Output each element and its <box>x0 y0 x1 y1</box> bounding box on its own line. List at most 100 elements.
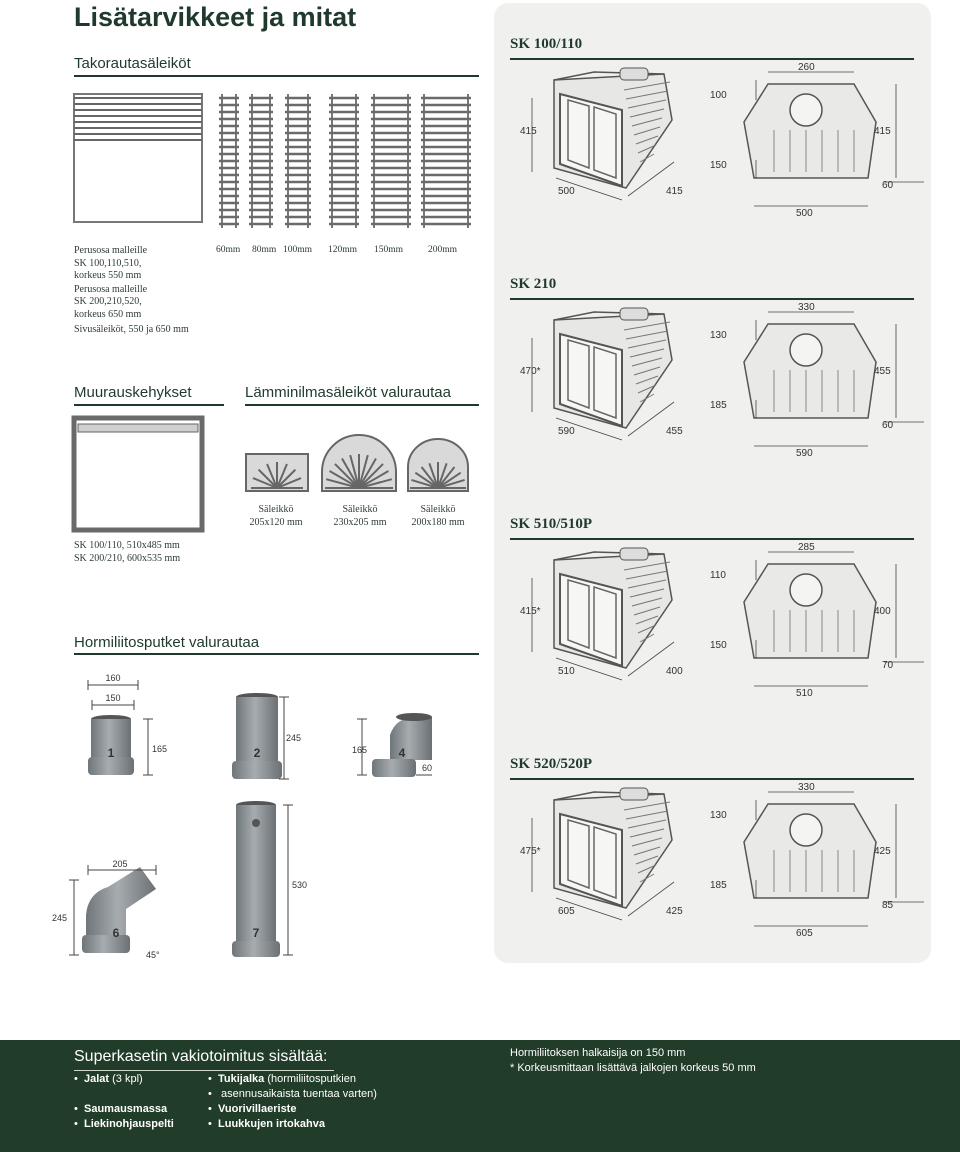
footer-item-cont: asennusaikaista tuentaa varten) <box>208 1087 377 1102</box>
model-rule <box>510 58 914 60</box>
section-heading-hormili: Hormiliitosputket valurautaa <box>74 634 260 651</box>
plan-dims <box>754 791 924 927</box>
model-drawings <box>531 547 924 687</box>
model-dim-a: 130 <box>710 330 727 341</box>
grille-caption: Perusosa malleille SK 100,110,510, korke… <box>74 245 189 335</box>
grille-width-120: 120mm <box>328 245 358 255</box>
model-dim-h: 470* <box>520 366 541 377</box>
stove-image <box>553 547 673 669</box>
footer-list-2: Tukijalka (hormiliitosputkien asennusaik… <box>208 1072 377 1132</box>
footer-item: Vuorivillaeriste <box>208 1102 377 1117</box>
side-grille-image <box>219 94 239 228</box>
stove-dims <box>531 578 675 681</box>
dim-p6-h: 245 <box>52 913 67 923</box>
model-dim-a: 100 <box>710 90 727 101</box>
plan-dims <box>754 71 924 207</box>
model-dim-top: 330 <box>798 782 815 793</box>
side-grille-image <box>285 94 311 228</box>
frame-caption: SK 100/110, 510x485 mm SK 200/210, 600x5… <box>74 540 181 564</box>
warm-air-vents <box>245 434 469 492</box>
dim-p7: 530 <box>292 880 307 890</box>
model-dim-b: 455 <box>874 366 891 377</box>
model-dim-top: 260 <box>798 62 815 73</box>
pipe-4-image: 4 <box>372 713 432 777</box>
model-drawings <box>531 787 924 927</box>
footer-rule <box>74 1070 334 1071</box>
model-drawings <box>531 307 924 447</box>
side-grille-image <box>421 94 471 228</box>
section-heading-muuraus: Muurauskehykset <box>74 384 192 401</box>
model-block: SK 510/510P <box>494 480 931 720</box>
model-dim-c: 185 <box>710 400 727 411</box>
model-dim-w: 605 <box>558 906 575 917</box>
model-dim-e: 70 <box>882 660 894 671</box>
stove-dims <box>531 98 675 201</box>
main-grille-image <box>73 93 203 223</box>
model-block: SK 520/520P <box>494 720 931 960</box>
vent-1-image <box>245 453 309 492</box>
model-dim-base: 590 <box>796 448 813 459</box>
grille-width-200: 200mm <box>428 245 458 255</box>
model-name: SK 510/510P <box>510 516 593 532</box>
model-name: SK 520/520P <box>510 756 593 772</box>
footer-note-1: Hormiliitoksen halkaisija on 150 mm <box>510 1047 686 1059</box>
vent-2-image <box>321 434 397 492</box>
grille-width-80: 80mm <box>252 245 277 255</box>
dim-150: 150 <box>105 693 120 703</box>
section-heading-lamminilma: Lämminilmasäleiköt valurautaa <box>245 384 451 401</box>
footer-item: Luukkujen irtokahva <box>208 1117 377 1132</box>
stove-dims <box>531 818 675 921</box>
model-dim-base: 500 <box>796 208 813 219</box>
model-dim-a: 130 <box>710 810 727 821</box>
model-dim-e: 60 <box>882 420 894 431</box>
footer-item: Saumausmassa <box>74 1102 174 1117</box>
dim-p4-w: 60 <box>422 763 432 773</box>
grille-width-150: 150mm <box>374 245 404 255</box>
side-grille-image <box>329 94 359 228</box>
model-rule <box>510 298 914 300</box>
pipe-2-image: 2 <box>232 693 282 779</box>
model-dim-w: 500 <box>558 186 575 197</box>
model-name: SK 210 <box>510 276 557 292</box>
model-rule <box>510 538 914 540</box>
model-dim-base: 605 <box>796 928 813 939</box>
model-dim-top: 285 <box>798 542 815 553</box>
vent-3-image <box>407 438 469 492</box>
stove-image <box>553 67 673 189</box>
footer-list-1: Jalat (3 kpl) Saumausmassa Liekinohjausp… <box>74 1072 174 1132</box>
dim-p6-angle: 45° <box>146 950 160 960</box>
svg-text:4: 4 <box>399 746 406 760</box>
footer-heading: Superkasetin vakiotoimitus sisältää: <box>74 1048 328 1065</box>
pipe-illustrations: 160 150 1 165 2 245 4 165 60 6 205 245 4… <box>52 673 432 960</box>
model-dim-h: 475* <box>520 846 541 857</box>
section-rule <box>74 404 224 406</box>
plan-view <box>743 563 877 659</box>
masonry-frame-image <box>71 415 205 533</box>
grille-width-100: 100mm <box>283 245 313 255</box>
grille-width-60: 60mm <box>216 245 241 255</box>
footer-item: Jalat (3 kpl) <box>74 1072 174 1087</box>
dim-160: 160 <box>105 673 120 683</box>
plan-view <box>743 803 877 899</box>
svg-text:2: 2 <box>254 746 261 760</box>
svg-text:1: 1 <box>108 746 115 760</box>
stove-image <box>553 307 673 429</box>
dim-p1: 165 <box>152 744 167 754</box>
model-dim-b: 415 <box>874 126 891 137</box>
dim-p4-h: 165 <box>352 745 367 755</box>
model-dim-w: 510 <box>558 666 575 677</box>
footer-item: Tukijalka (hormiliitosputkien <box>208 1072 377 1087</box>
model-dim-d: 400 <box>666 666 683 677</box>
stove-dims <box>531 338 675 441</box>
model-block: SK 210 <box>494 240 931 480</box>
model-dim-b: 400 <box>874 606 891 617</box>
model-dim-top: 330 <box>798 302 815 313</box>
dim-p2: 245 <box>286 733 301 743</box>
pipe-diameter-dims <box>87 680 139 710</box>
side-grille-image <box>371 94 411 228</box>
section-heading-takorauta: Takorautasäleiköt <box>74 55 191 72</box>
model-dim-d: 415 <box>666 186 683 197</box>
plan-dims <box>754 311 924 447</box>
